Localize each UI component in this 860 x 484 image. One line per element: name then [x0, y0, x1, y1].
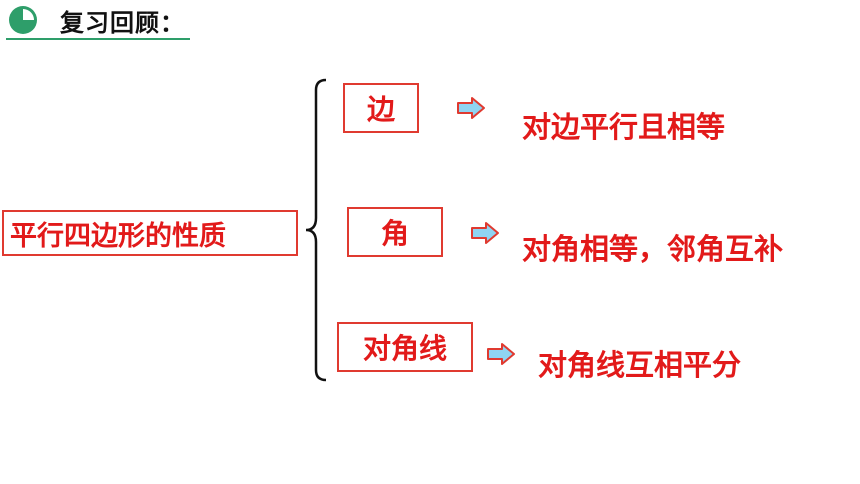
section-header: 复习回顾： [6, 2, 190, 40]
property-text: 对角相等，邻角互补 [522, 232, 784, 266]
right-arrow-icon [487, 343, 515, 365]
left-brace [305, 78, 327, 382]
category-box-angle: 角 [347, 207, 443, 257]
property-text: 对边平行且相等 [522, 110, 726, 144]
category-box-diagonal: 对角线 [337, 322, 473, 372]
category-label: 对角线 [362, 332, 447, 365]
category-label: 边 [366, 93, 395, 126]
main-topic-box: 平行四边形的性质 [2, 210, 298, 256]
category-box-edge: 边 [343, 83, 419, 133]
property-text: 对角线互相平分 [538, 348, 742, 382]
right-arrow-icon [471, 222, 499, 244]
section-title: 复习回顾： [60, 9, 185, 37]
pie-icon [9, 6, 37, 34]
right-arrow-icon [457, 97, 485, 119]
category-label: 角 [380, 217, 409, 250]
header-divider [6, 38, 190, 40]
main-topic-label: 平行四边形的性质 [10, 220, 226, 252]
